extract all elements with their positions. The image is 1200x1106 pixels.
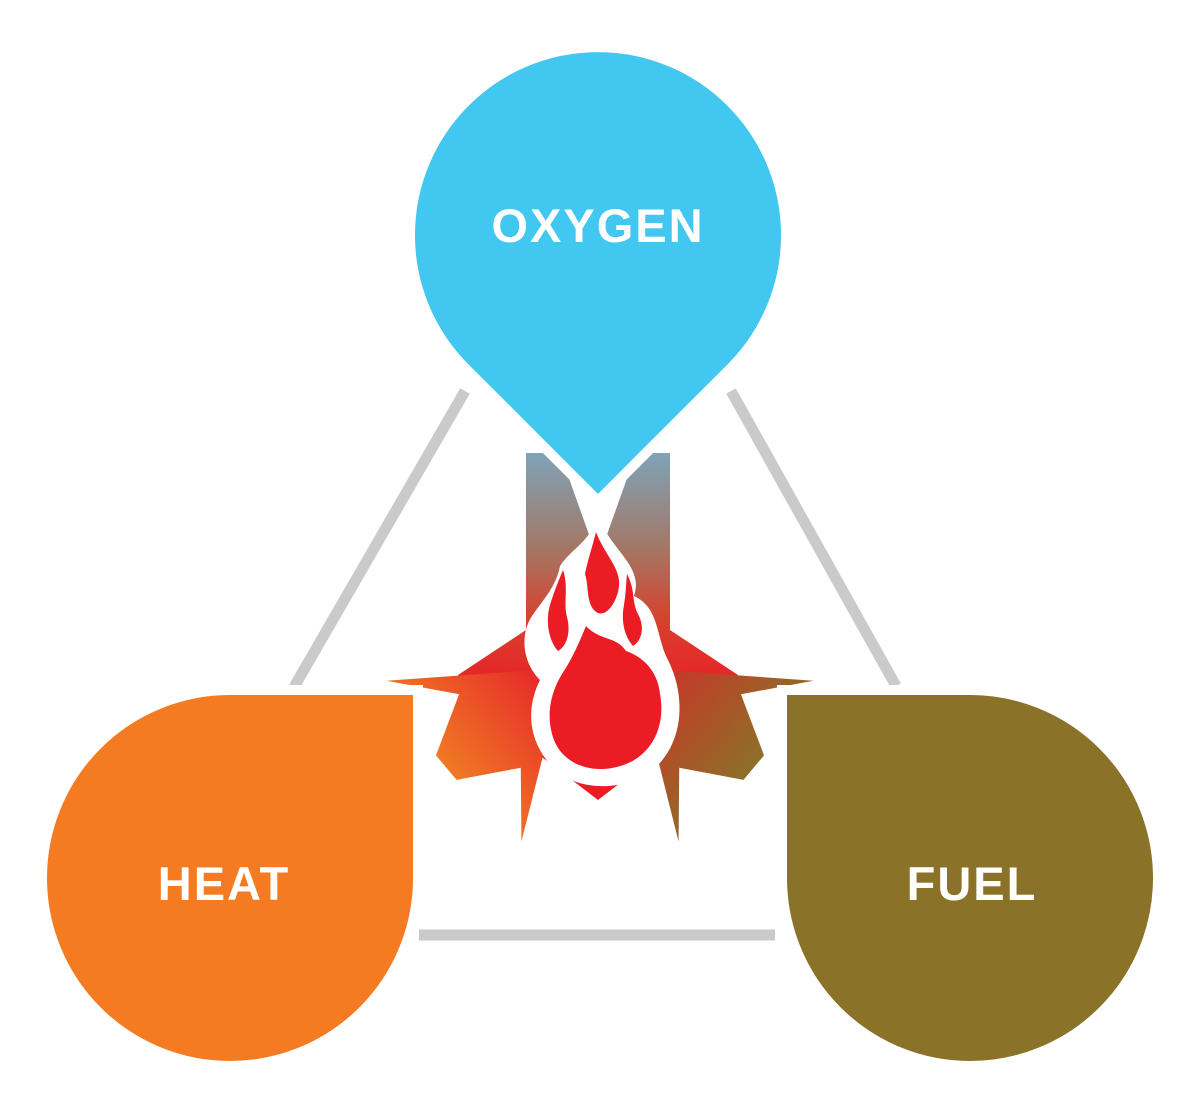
flame-lick-center <box>585 532 620 614</box>
node-fuel: FUEL <box>777 685 1164 1072</box>
triangle-connector-lines <box>289 388 901 941</box>
node-oxygen: OXYGEN <box>405 42 791 509</box>
connector-line-right <box>726 388 901 689</box>
oxygen-label: OXYGEN <box>491 199 704 252</box>
connector-line-left <box>289 388 470 690</box>
arrow-from-fuel <box>635 668 814 842</box>
arrow-from-heat <box>386 668 565 842</box>
flame-lick-left <box>547 570 569 651</box>
flame-body <box>549 626 662 770</box>
heat-pin-shape <box>36 685 423 1072</box>
node-heat: HEAT <box>36 685 423 1072</box>
oxygen-pin-shape <box>405 42 791 509</box>
flame-lick-right <box>622 574 642 646</box>
flame-icon <box>524 516 680 787</box>
fuel-pin-shape <box>777 685 1164 1072</box>
fuel-label: FUEL <box>907 857 1038 910</box>
heat-label: HEAT <box>158 857 290 910</box>
